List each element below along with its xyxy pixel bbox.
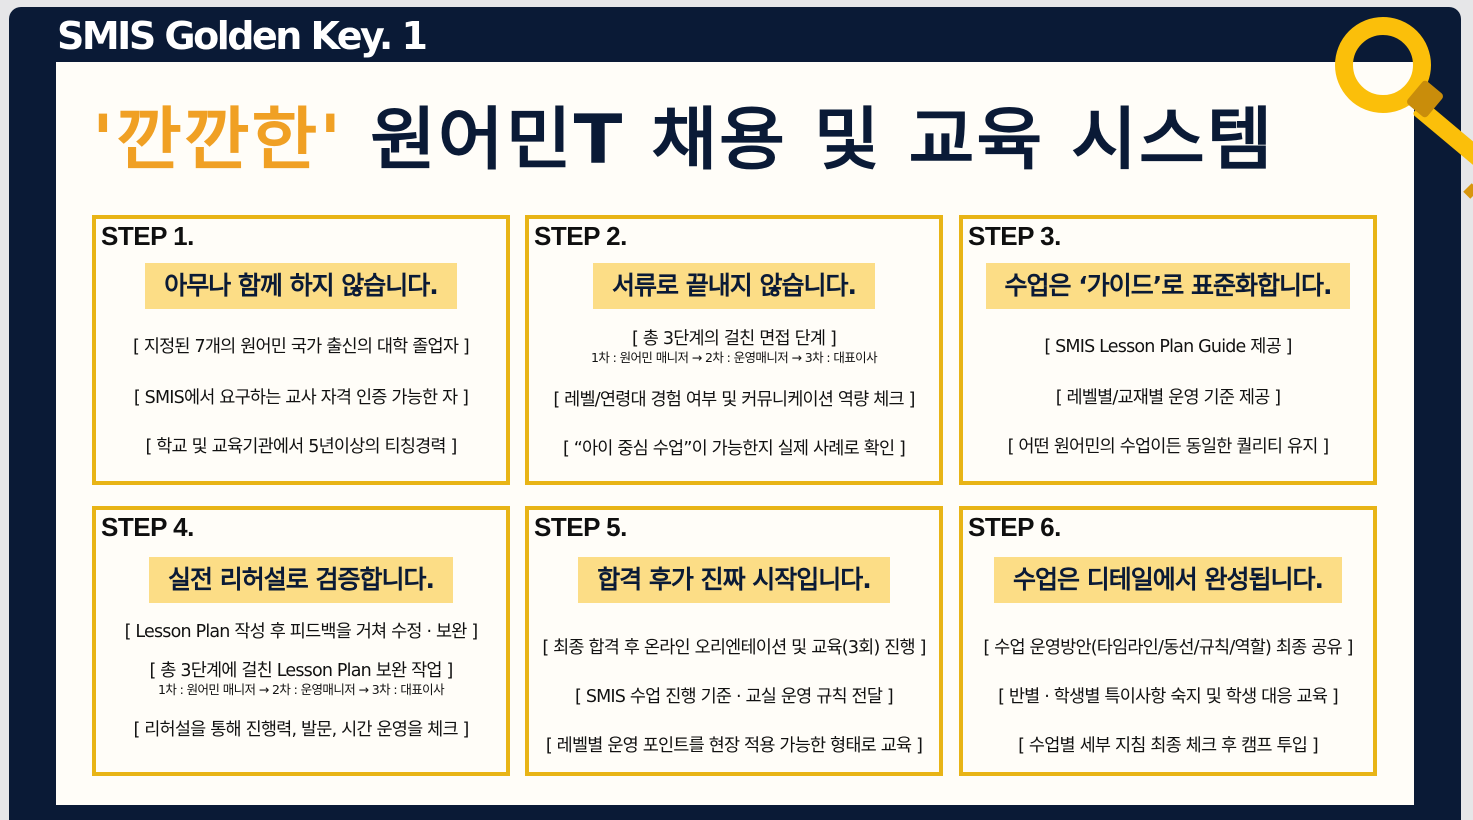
step-heading: 수업은 ‘가이드’로 표준화합니다.: [963, 263, 1373, 309]
step-lines: [ Lesson Plan 작성 후 피드백을 거쳐 수정 · 보완 ] [ 총…: [96, 618, 506, 741]
step-subline: 1차 : 원어민 매니저 → 2차 : 운영매니저 → 3차 : 대표이사: [158, 682, 445, 697]
step-line: [ 총 3단계에 걸친 Lesson Plan 보완 작업 ]: [149, 661, 454, 681]
step-line: [ 레벨별 운영 포인트를 현장 적용 가능한 형태로 교육 ]: [545, 736, 923, 756]
step-heading-text: 수업은 ‘가이드’로 표준화합니다.: [985, 263, 1351, 309]
step-heading: 아무나 함께 하지 않습니다.: [96, 263, 506, 309]
page-title: '깐깐한' 원어민T 채용 및 교육 시스템: [92, 96, 1275, 186]
step-heading-text: 수업은 디테일에서 완성됩니다.: [994, 557, 1342, 603]
step-line: [ 반별 · 학생별 특이사항 숙지 및 학생 대응 교육 ]: [998, 687, 1339, 707]
step-label: STEP 4.: [101, 512, 194, 542]
step-line: [ 지정된 7개의 원어민 국가 출신의 대학 졸업자 ]: [133, 337, 470, 357]
step-heading-text: 실전 리허설로 검증합니다.: [149, 557, 453, 603]
step-line: [ 수업 운영방안(타임라인/동선/규칙/역할) 최종 공유 ]: [983, 638, 1353, 658]
step-line: [ 최종 합격 후 온라인 오리엔테이션 및 교육(3회) 진행 ]: [542, 638, 926, 658]
step-line: [ 레벨별/교재별 운영 기준 제공 ]: [1055, 388, 1281, 408]
step-lines: [ 최종 합격 후 온라인 오리엔테이션 및 교육(3회) 진행 ] [ SMI…: [529, 634, 939, 757]
step-lines: [ 총 3단계의 걸친 면접 단계 ] 1차 : 원어민 매니저 → 2차 : …: [529, 325, 939, 460]
brand-label: SMIS Golden Key. 1: [57, 14, 428, 58]
step-label: STEP 2.: [534, 221, 627, 251]
step-label: STEP 1.: [101, 221, 194, 251]
step-heading: 서류로 끝내지 않습니다.: [529, 263, 939, 309]
step-line: [ SMIS에서 요구하는 교사 자격 인증 가능한 자 ]: [133, 388, 469, 408]
step-card-5: STEP 5. 합격 후가 진짜 시작입니다. [ 최종 합격 후 온라인 오리…: [525, 506, 943, 776]
step-line: [ 어떤 원어민의 수업이든 동일한 퀄리티 유지 ]: [1007, 437, 1330, 457]
step-label: STEP 3.: [968, 221, 1061, 251]
step-line: [ 레벨/연령대 경험 여부 및 커뮤니케이션 역량 체크 ]: [553, 390, 915, 410]
step-line: [ 총 3단계의 걸친 면접 단계 ]: [632, 329, 837, 349]
step-card-3: STEP 3. 수업은 ‘가이드’로 표준화합니다. [ SMIS Lesson…: [959, 215, 1377, 485]
step-lines: [ 수업 운영방안(타임라인/동선/규칙/역할) 최종 공유 ] [ 반별 · …: [963, 634, 1373, 757]
magnifier-icon: [1330, 12, 1473, 212]
step-lines: [ SMIS Lesson Plan Guide 제공 ] [ 레벨별/교재별 …: [963, 333, 1373, 458]
step-heading: 실전 리허설로 검증합니다.: [96, 557, 506, 603]
step-label: STEP 6.: [968, 512, 1061, 542]
step-line: [ 학교 및 교육기관에서 5년이상의 티칭경력 ]: [145, 437, 457, 457]
step-label: STEP 5.: [534, 512, 627, 542]
step-card-2: STEP 2. 서류로 끝내지 않습니다. [ 총 3단계의 걸친 면접 단계 …: [525, 215, 943, 485]
step-heading: 수업은 디테일에서 완성됩니다.: [963, 557, 1373, 603]
title-highlight: '깐깐한': [92, 101, 344, 180]
step-heading-text: 아무나 함께 하지 않습니다.: [145, 263, 457, 309]
step-line: [ “아이 중심 수업”이 가능한지 실제 사례로 확인 ]: [562, 439, 906, 459]
step-line: [ SMIS 수업 진행 기준 · 교실 운영 규칙 전달 ]: [575, 687, 894, 707]
step-line: [ 리허설을 통해 진행력, 발문, 시간 운영을 체크 ]: [133, 720, 469, 740]
step-heading-text: 서류로 끝내지 않습니다.: [593, 263, 875, 309]
step-line: [ 수업별 세부 지침 최종 체크 후 캠프 투입 ]: [1018, 736, 1319, 756]
step-card-6: STEP 6. 수업은 디테일에서 완성됩니다. [ 수업 운영방안(타임라인/…: [959, 506, 1377, 776]
step-heading: 합격 후가 진짜 시작입니다.: [529, 557, 939, 603]
step-lines: [ 지정된 7개의 원어민 국가 출신의 대학 졸업자 ] [ SMIS에서 요…: [96, 333, 506, 458]
step-card-1: STEP 1. 아무나 함께 하지 않습니다. [ 지정된 7개의 원어민 국가…: [92, 215, 510, 485]
step-line: [ Lesson Plan 작성 후 피드백을 거쳐 수정 · 보완 ]: [124, 622, 479, 642]
step-card-4: STEP 4. 실전 리허설로 검증합니다. [ Lesson Plan 작성 …: [92, 506, 510, 776]
step-line: [ SMIS Lesson Plan Guide 제공 ]: [1044, 337, 1292, 357]
step-heading-text: 합격 후가 진짜 시작입니다.: [578, 557, 890, 603]
title-rest: 원어민T 채용 및 교육 시스템: [343, 101, 1275, 180]
step-subline: 1차 : 원어민 매니저 → 2차 : 운영매니저 → 3차 : 대표이사: [591, 350, 878, 365]
